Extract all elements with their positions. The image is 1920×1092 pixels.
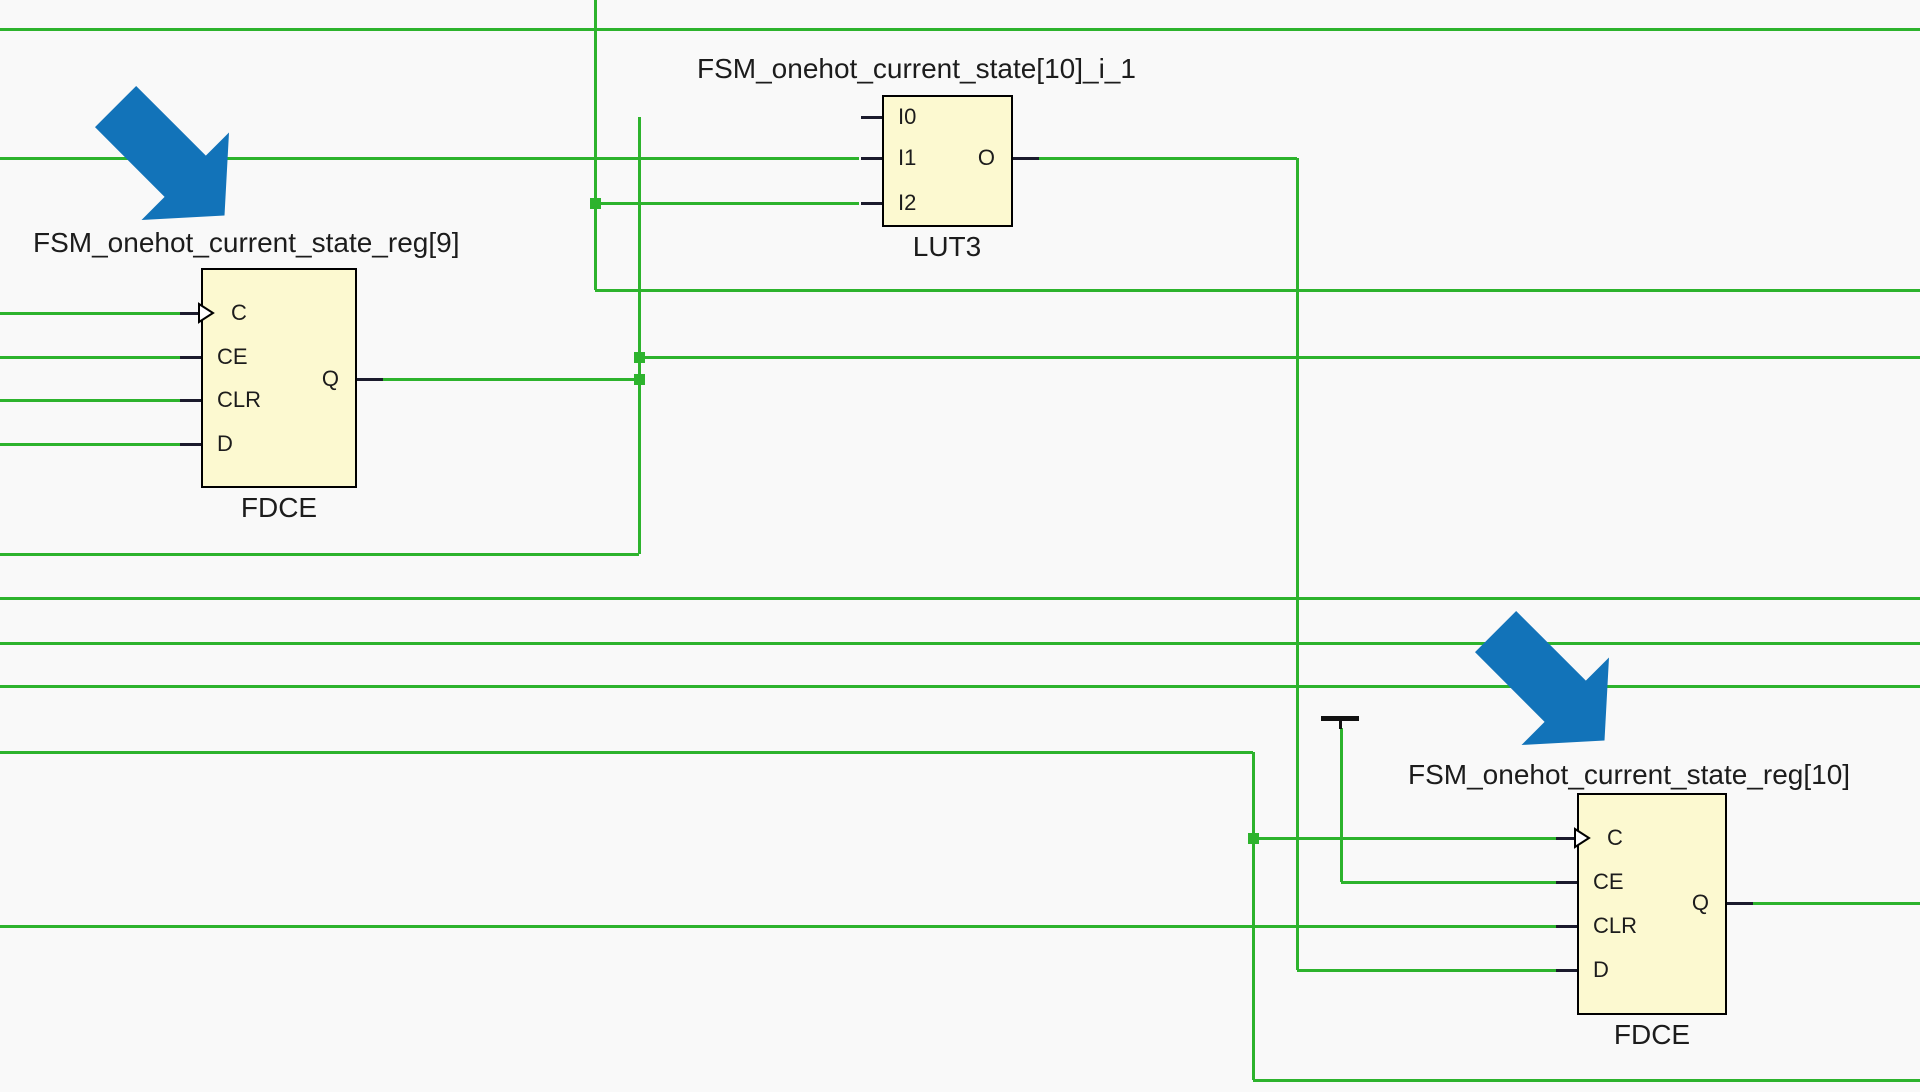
port-stub (1556, 925, 1577, 928)
cell-type-label: FDCE (240, 492, 318, 523)
port-label-input: CLR (1593, 913, 1638, 938)
net-junction-dot (634, 374, 645, 385)
instance-label: FSM_onehot_current_state[10]_i_1 (697, 53, 1136, 84)
cell-type-label: LUT3 (912, 231, 982, 262)
net-wire-segment[interactable] (594, 0, 597, 290)
port-stub (180, 443, 201, 446)
highlight-arrow-icon (95, 86, 229, 220)
net-wire-segment[interactable] (1340, 728, 1343, 882)
port-stub (357, 378, 383, 381)
net-wire-segment[interactable] (0, 443, 180, 446)
port-label-input: I1 (898, 145, 917, 170)
net-wire-segment[interactable] (1253, 837, 1556, 840)
net-junction-dot (590, 198, 601, 209)
port-stub (861, 116, 882, 119)
component-box-fdce-2[interactable] (1577, 793, 1727, 1015)
clock-triangle-icon (1574, 827, 1591, 849)
component-box-fdce-0[interactable] (201, 268, 357, 488)
port-stub (861, 202, 882, 205)
net-wire-segment[interactable] (373, 378, 639, 381)
port-stub (180, 399, 201, 402)
net-wire-segment[interactable] (0, 157, 859, 160)
port-label-input: I0 (898, 104, 917, 129)
port-label-output: Q (321, 366, 339, 391)
port-label-input: I2 (898, 190, 917, 215)
net-wire-segment[interactable] (1252, 752, 1255, 1080)
net-wire-segment[interactable] (595, 289, 1920, 292)
net-wire-segment[interactable] (0, 356, 180, 359)
net-wire-segment[interactable] (1341, 881, 1556, 884)
power-constant-stem (1338, 721, 1342, 729)
port-stub (1013, 157, 1039, 160)
net-junction-dot (634, 352, 645, 363)
net-wire-segment[interactable] (638, 117, 641, 554)
port-label-input: CE (217, 344, 248, 369)
port-label-input: D (217, 431, 233, 456)
power-constant-icon (1321, 716, 1359, 721)
port-label-output: O (977, 145, 995, 170)
port-stub (1727, 902, 1753, 905)
cell-type-label: FDCE (1613, 1019, 1691, 1050)
net-wire-segment[interactable] (1296, 158, 1299, 970)
net-wire-segment[interactable] (0, 553, 639, 556)
port-stub (180, 312, 201, 315)
net-wire-segment[interactable] (639, 356, 1920, 359)
net-wire-segment[interactable] (595, 202, 859, 205)
port-stub (1556, 969, 1577, 972)
net-wire-segment[interactable] (0, 28, 1920, 31)
net-wire-segment[interactable] (1253, 1079, 1920, 1082)
port-stub (180, 356, 201, 359)
port-label-input: CLR (217, 387, 262, 412)
component-box-lut3-1[interactable] (882, 95, 1013, 227)
net-wire-segment[interactable] (0, 597, 1920, 600)
port-label-input: CE (1593, 869, 1624, 894)
net-wire-segment[interactable] (0, 925, 1556, 928)
net-wire-segment[interactable] (0, 685, 1920, 688)
port-stub (1556, 881, 1577, 884)
port-label-input: D (1593, 957, 1609, 982)
net-wire-segment[interactable] (0, 399, 180, 402)
port-stub (861, 157, 882, 160)
port-label-input: C (1607, 825, 1623, 850)
instance-label: FSM_onehot_current_state_reg[9] (33, 227, 460, 258)
net-junction-dot (1248, 833, 1259, 844)
instance-label: FSM_onehot_current_state_reg[10] (1408, 759, 1851, 790)
clock-triangle-icon (198, 302, 215, 324)
net-wire-segment[interactable] (1753, 902, 1920, 905)
net-wire-segment[interactable] (1032, 157, 1297, 160)
port-label-input: C (231, 300, 247, 325)
port-label-output: Q (1691, 890, 1709, 915)
net-wire-segment[interactable] (0, 312, 180, 315)
net-wire-segment[interactable] (0, 642, 1920, 645)
net-wire-segment[interactable] (0, 751, 1253, 754)
highlight-arrow-icon (1475, 611, 1609, 745)
net-wire-segment[interactable] (1297, 969, 1556, 972)
port-stub (1556, 837, 1577, 840)
